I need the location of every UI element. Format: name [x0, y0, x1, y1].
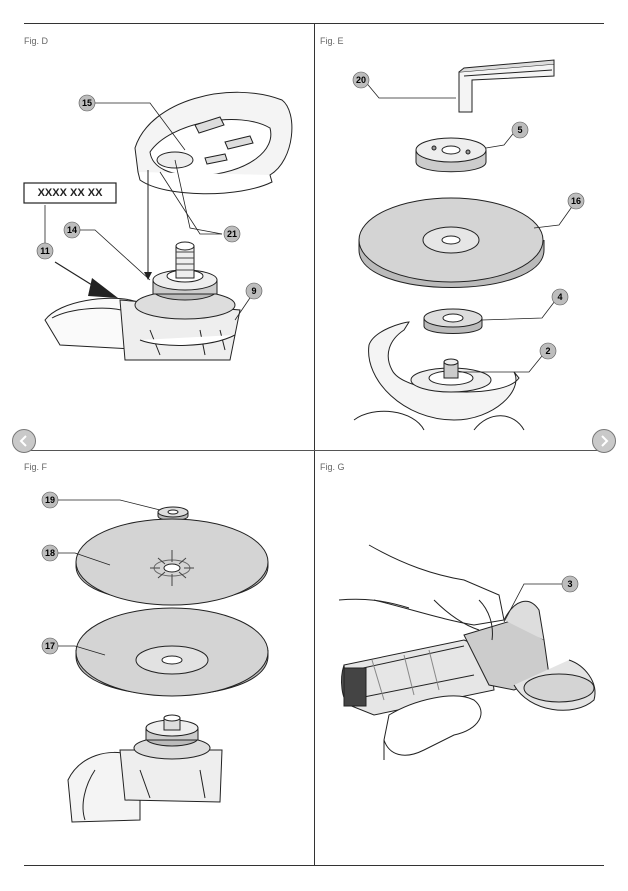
- fig-d-illustration: XXXX XX XX 15 14 11 21 9: [0, 0, 314, 450]
- fig-g-illustration: 3: [314, 450, 628, 865]
- prev-page-button[interactable]: [12, 429, 36, 453]
- bottom-rule: [24, 865, 604, 866]
- chevron-right-icon: [601, 435, 609, 447]
- horizontal-divider: [24, 450, 604, 451]
- code-box-text: XXXX XX XX: [37, 187, 103, 199]
- vertical-divider: [314, 23, 315, 865]
- fig-e-label: Fig. E: [320, 36, 344, 46]
- next-page-button[interactable]: [592, 429, 616, 453]
- fig-f-illustration: 19 18 17: [0, 450, 314, 865]
- fig-f-label: Fig. F: [24, 462, 48, 472]
- fig-d-label: Fig. D: [24, 36, 49, 46]
- fig-e-illustration: 20 5 16 4 2: [314, 0, 628, 450]
- code-box: [23, 182, 117, 204]
- chevron-left-icon: [19, 435, 27, 447]
- fig-g-label: Fig. G: [320, 462, 345, 472]
